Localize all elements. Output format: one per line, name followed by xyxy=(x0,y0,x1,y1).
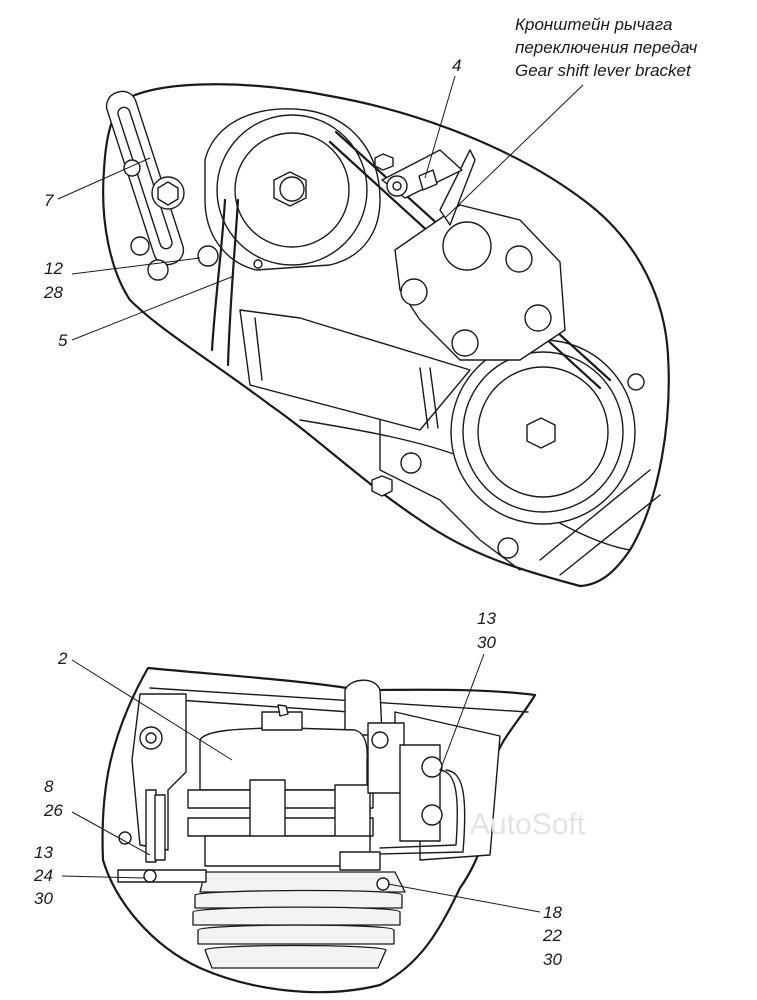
callout-22: 22 xyxy=(542,926,562,945)
bottom-top-rail xyxy=(149,687,529,713)
lower-pulley xyxy=(450,339,645,525)
callout-24-leader xyxy=(61,875,145,879)
compressor-body xyxy=(239,309,471,431)
callout-12-leader xyxy=(71,257,201,275)
bracket-caption: Кронштейн рычага переключения передач Ge… xyxy=(444,15,697,219)
callout-7: 7 xyxy=(44,191,54,210)
callout-7-leader xyxy=(57,157,151,200)
top-view-rib xyxy=(559,494,661,576)
housing-bolt xyxy=(400,452,422,474)
callout-8: 8 xyxy=(44,777,54,796)
caption-line-2: переключения передач xyxy=(515,38,697,57)
callout-13-leader xyxy=(439,653,485,772)
callout-5-leader xyxy=(71,275,235,341)
callout-30-left: 30 xyxy=(34,889,53,908)
gear-shift-lever-bracket xyxy=(374,149,566,361)
caption-line-3: Gear shift lever bracket xyxy=(515,61,692,80)
callout-24: 24 xyxy=(33,866,53,885)
base-flange xyxy=(117,869,207,883)
callout-12: 12 xyxy=(44,259,63,278)
callout-30-right: 30 xyxy=(543,950,562,969)
upper-pulley xyxy=(204,108,381,271)
housing-nut xyxy=(371,475,393,497)
left-support-bolt xyxy=(139,726,163,750)
tensioner-arm xyxy=(105,90,219,281)
callout-8-leader xyxy=(71,811,151,856)
callout-18-leader xyxy=(387,883,541,913)
callout-13-left: 13 xyxy=(34,843,53,862)
callout-4-leader xyxy=(424,75,456,179)
callout-2: 2 xyxy=(57,649,68,668)
callout-13-top: 13 xyxy=(477,609,496,628)
callout-2-leader xyxy=(71,659,233,761)
bottom-view xyxy=(101,666,537,994)
callout-4: 4 xyxy=(452,56,461,75)
top-view xyxy=(102,83,670,588)
callout-26: 26 xyxy=(43,801,63,820)
bottom-pulley-stack xyxy=(192,871,406,969)
top-view-outline xyxy=(102,83,670,588)
housing-bolt xyxy=(497,537,519,559)
callout-18: 18 xyxy=(543,903,562,922)
compressor-head xyxy=(199,727,368,791)
caption-leader xyxy=(444,84,584,219)
callout-5: 5 xyxy=(58,331,68,350)
fitting-block xyxy=(367,722,405,794)
callout-28: 28 xyxy=(43,283,63,302)
caption-line-1: Кронштейн рычага xyxy=(515,15,672,34)
callout-30-top: 30 xyxy=(477,633,496,652)
top-view-rib xyxy=(539,469,651,561)
watermark: AutoSoft xyxy=(470,808,586,841)
top-view-housing-inner xyxy=(379,419,521,571)
air-pipe xyxy=(379,769,459,849)
bottom-view-outline xyxy=(101,666,537,994)
